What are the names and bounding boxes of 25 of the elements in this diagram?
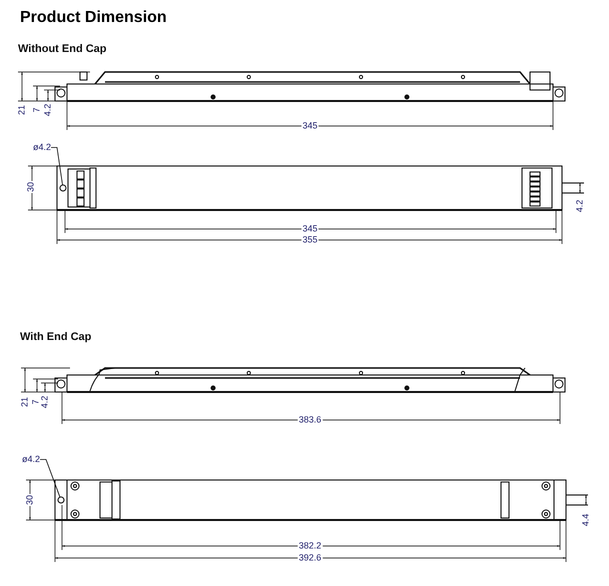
dimension-label: 30 — [26, 181, 36, 193]
dimension-label: 21 — [20, 396, 30, 408]
section-heading: Without End Cap — [18, 44, 106, 55]
dimension-label: 7 — [32, 106, 42, 114]
dimension-label: 21 — [18, 104, 26, 116]
hole-diameter-label: ø4.2 — [33, 143, 52, 152]
dimension-label: 4.2 — [576, 198, 584, 214]
dimension-label: 383.6 — [298, 416, 322, 424]
title: Product Dimension — [20, 10, 167, 26]
dimension-label: 345 — [301, 224, 319, 234]
dimension-label: 345 — [301, 122, 319, 130]
dimension-label: 4.4 — [582, 512, 590, 528]
dimension-label: 30 — [26, 494, 34, 506]
leader-line — [40, 459, 60, 498]
dimension-label: 355 — [301, 236, 319, 244]
dimension-label: 4.2 — [44, 102, 52, 118]
hole-diameter-label: ø4.2 — [22, 455, 40, 464]
mounting-hole — [60, 184, 66, 192]
section-heading: With End Cap — [20, 332, 92, 343]
dimension-label: 4.2 — [40, 394, 50, 410]
dimension-label: 392.6 — [298, 554, 322, 562]
dimension-label: 382.2 — [298, 542, 322, 550]
mounting-hole — [58, 496, 64, 504]
leader-line — [50, 147, 63, 186]
dimension-label: 7 — [32, 398, 40, 406]
